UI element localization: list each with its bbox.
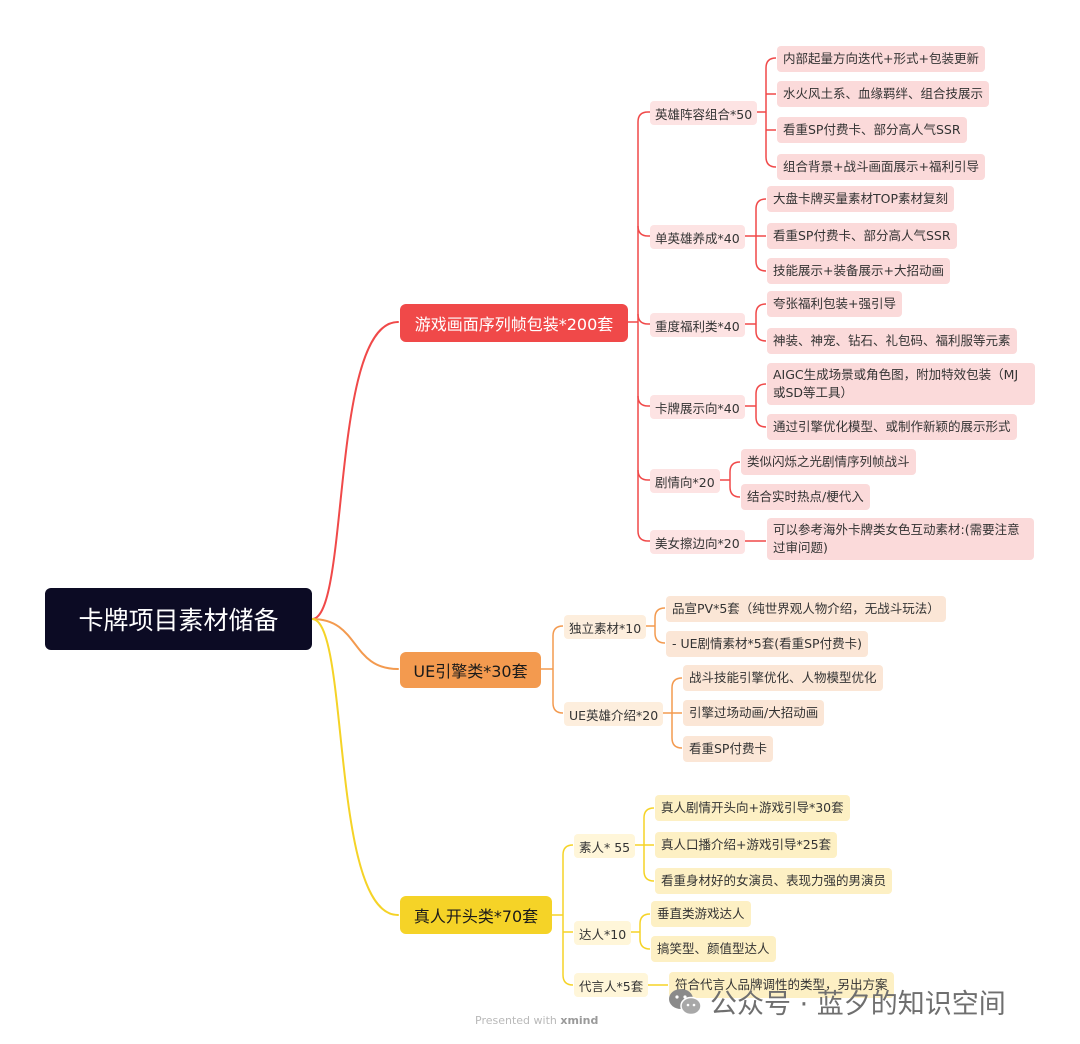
subtopic-influencer[interactable]: 达人*10 bbox=[574, 921, 632, 945]
leaf-standalone-1[interactable]: 品宣PV*5套（纯世界观人物介绍，无战斗玩法） bbox=[666, 596, 946, 622]
leaf-story-2[interactable]: 结合实时热点/梗代入 bbox=[741, 484, 870, 510]
leaf-welfare-2[interactable]: 神装、神宠、钻石、礼包码、福利服等元素 bbox=[767, 328, 1017, 354]
wechat-watermark: 公众号 · 蓝夕的知识空间 bbox=[668, 982, 1006, 1021]
leaf-hero-combo-3[interactable]: 看重SP付费卡、部分高人气SSR bbox=[777, 117, 967, 143]
leaf-welfare-1[interactable]: 夸张福利包装+强引导 bbox=[767, 291, 902, 317]
leaf-hero-combo-1[interactable]: 内部起量方向迭代+形式+包装更新 bbox=[777, 46, 985, 72]
xmind-footer: Presented with xmind bbox=[475, 1014, 598, 1027]
leaf-influencer-1[interactable]: 垂直类游戏达人 bbox=[651, 901, 751, 927]
footer-brand: xmind bbox=[560, 1014, 599, 1027]
main-topic-game-frames[interactable]: 游戏画面序列帧包装*200套 bbox=[400, 304, 628, 342]
leaf-showcase-2[interactable]: 通过引擎优化模型、或制作新颖的展示形式 bbox=[767, 414, 1017, 440]
subtopic-single-hero[interactable]: 单英雄养成*40 bbox=[650, 225, 745, 249]
subtopic-amateur[interactable]: 素人* 55 bbox=[574, 834, 636, 858]
subtopic-heavy-welfare[interactable]: 重度福利类*40 bbox=[650, 313, 745, 337]
footer-prefix: Presented with bbox=[475, 1014, 557, 1027]
leaf-hero-combo-4[interactable]: 组合背景+战斗画面展示+福利引导 bbox=[777, 154, 985, 180]
leaf-amateur-1[interactable]: 真人剧情开头向+游戏引导*30套 bbox=[655, 795, 850, 821]
main-topic-ue-engine[interactable]: UE引擎类*30套 bbox=[400, 652, 541, 688]
leaf-spokesperson-1[interactable]: 符合代言人品牌调性的类型，另出方案 bbox=[669, 972, 894, 998]
subtopic-story[interactable]: 剧情向*20 bbox=[650, 469, 720, 493]
watermark-text: 公众号 · 蓝夕的知识空间 bbox=[710, 989, 1006, 1020]
subtopic-ue-hero[interactable]: UE英雄介绍*20 bbox=[564, 702, 664, 726]
leaf-single-hero-3[interactable]: 技能展示+装备展示+大招动画 bbox=[767, 258, 950, 284]
subtopic-standalone[interactable]: 独立素材*10 bbox=[564, 615, 647, 639]
subtopic-card-showcase[interactable]: 卡牌展示向*40 bbox=[650, 395, 745, 419]
leaf-amateur-3[interactable]: 看重身材好的女演员、表现力强的男演员 bbox=[655, 868, 893, 894]
subtopic-spokesperson[interactable]: 代言人*5套 bbox=[574, 973, 649, 997]
main-topic-live-action[interactable]: 真人开头类*70套 bbox=[400, 896, 552, 934]
leaf-amateur-2[interactable]: 真人口播介绍+游戏引导*25套 bbox=[655, 832, 838, 858]
leaf-standalone-2[interactable]: - UE剧情素材*5套(看重SP付费卡) bbox=[666, 631, 868, 657]
root-topic[interactable]: 卡牌项目素材储备 bbox=[45, 588, 312, 650]
leaf-hero-combo-2[interactable]: 水火风土系、血缘羁绊、组合技展示 bbox=[777, 81, 990, 107]
wechat-icon bbox=[669, 988, 702, 1015]
leaf-ue-hero-1[interactable]: 战斗技能引擎优化、人物模型优化 bbox=[683, 665, 883, 691]
leaf-influencer-2[interactable]: 搞笑型、颜值型达人 bbox=[651, 936, 776, 962]
leaf-ue-hero-3[interactable]: 看重SP付费卡 bbox=[683, 736, 773, 762]
leaf-ue-hero-2[interactable]: 引擎过场动画/大招动画 bbox=[683, 700, 825, 726]
leaf-story-1[interactable]: 类似闪烁之光剧情序列帧战斗 bbox=[741, 449, 916, 475]
leaf-single-hero-2[interactable]: 看重SP付费卡、部分高人气SSR bbox=[767, 223, 957, 249]
subtopic-hero-combo[interactable]: 英雄阵容组合*50 bbox=[650, 101, 758, 125]
leaf-beauty-1[interactable]: 可以参考海外卡牌类女色互动素材:(需要注意过审问题) bbox=[767, 518, 1034, 560]
leaf-single-hero-1[interactable]: 大盘卡牌买量素材TOP素材复刻 bbox=[767, 186, 955, 212]
subtopic-beauty[interactable]: 美女擦边向*20 bbox=[650, 530, 745, 554]
leaf-showcase-1[interactable]: AIGC生成场景或角色图，附加特效包装（MJ或SD等工具） bbox=[767, 363, 1035, 405]
